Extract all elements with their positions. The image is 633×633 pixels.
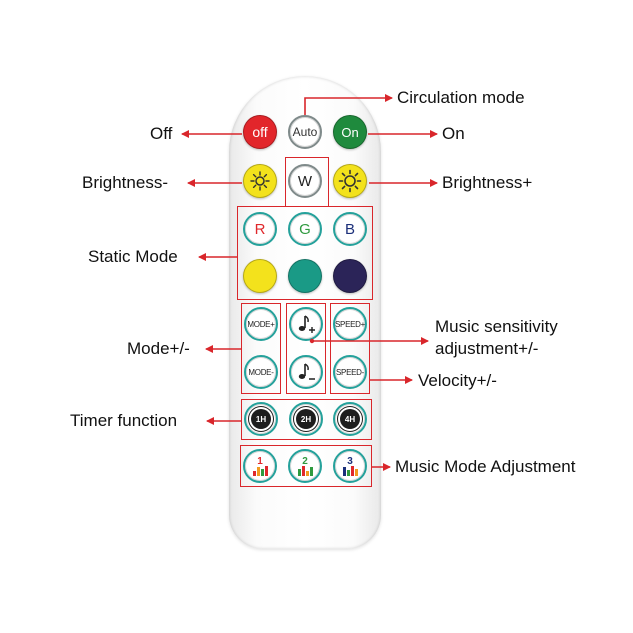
music-mode-1-button[interactable]: 1 <box>243 449 277 483</box>
static-mode-label: Static Mode <box>88 247 178 266</box>
sun-icon <box>338 169 362 193</box>
music-sensitivity-plus-button[interactable] <box>289 307 323 341</box>
off-label: Off <box>150 124 173 143</box>
mode-plus-minus-label: Mode+/- <box>127 339 190 358</box>
static-mode-group-box <box>237 206 373 300</box>
music-sensitivity-label-line2: adjustment+/- <box>435 339 539 358</box>
circulation-mode-label: Circulation mode <box>397 88 525 107</box>
sun-icon <box>250 171 270 191</box>
speed-group-box <box>330 303 370 394</box>
music-sensitivity-minus-button[interactable] <box>289 355 323 389</box>
brightness-plus-button[interactable] <box>333 164 367 198</box>
yellow-color-button[interactable] <box>243 259 277 293</box>
on-label: On <box>442 124 465 143</box>
teal-color-button[interactable] <box>288 259 322 293</box>
music-mode-2-button[interactable]: 2 <box>288 449 322 483</box>
indigo-color-button[interactable] <box>333 259 367 293</box>
brightness-minus-label: Brightness- <box>82 173 168 192</box>
music-sensitivity-label-line1: Music sensitivity <box>435 317 558 336</box>
music-sensitivity-dot <box>309 338 315 344</box>
timer-function-label: Timer function <box>70 411 178 430</box>
brightness-plus-label: Brightness+ <box>442 173 533 192</box>
music-sensitivity-group-box <box>286 303 326 394</box>
circulation-mode-arrow <box>304 94 393 115</box>
velocity-label: Velocity+/- <box>418 371 497 390</box>
music-mode-group-box <box>240 445 372 487</box>
mode-group-box <box>241 303 281 394</box>
brightness-minus-button[interactable] <box>243 164 277 198</box>
music-mode-adjustment-label: Music Mode Adjustment <box>395 457 576 476</box>
music-note-plus-icon <box>298 315 315 333</box>
timer-group-box <box>241 399 372 440</box>
music-note-minus-icon <box>298 363 315 380</box>
